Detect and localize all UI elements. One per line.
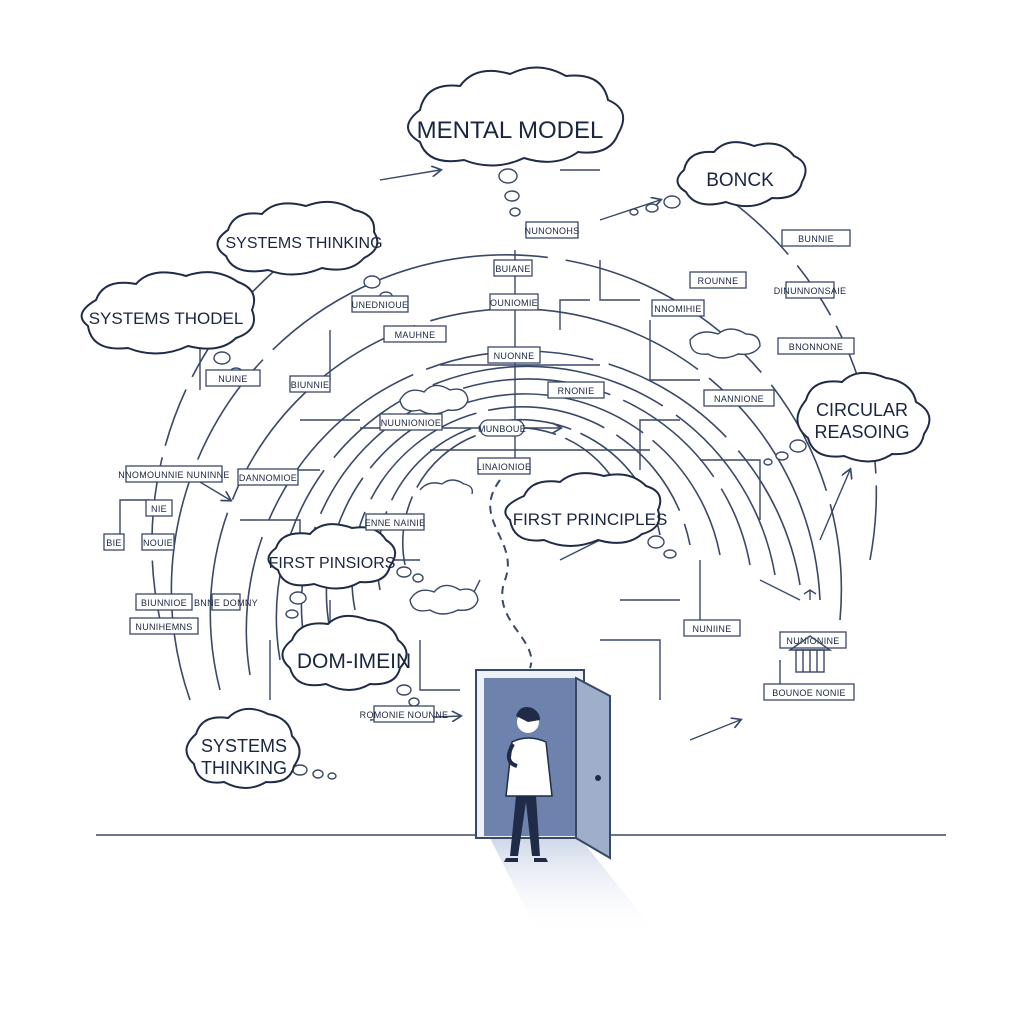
- box-label: ENNE NAINIE: [365, 518, 426, 528]
- cloud-label-bonck: BONCK: [706, 170, 774, 191]
- cloud-bonck: BONCK: [677, 142, 805, 206]
- cloud-label-systems-1: SYSTEMS: [201, 736, 287, 756]
- box-label: UNEDNIOUE: [352, 300, 409, 310]
- box-label: NUINE: [218, 374, 248, 384]
- box-b2: BUIANE: [494, 260, 532, 276]
- cloud-label-first-pinsiors: FIRST PINSIORS: [269, 555, 396, 572]
- box-label: NNOMIHIE: [654, 304, 701, 314]
- cloud-circular-reasoning: CIRCULAR REASOING: [797, 373, 929, 462]
- box-b12: NUINE: [206, 370, 260, 386]
- box-label: OUNIOMIE: [490, 298, 538, 308]
- cloud-systems-thodel: SYSTEMS THODEL: [82, 272, 255, 353]
- box-label: MAUHNE: [395, 330, 436, 340]
- box-b19: NOUIE: [142, 534, 174, 550]
- box-b13: NNOMIHIE: [652, 300, 704, 316]
- cloud-label-systems-2: THINKING: [201, 758, 287, 778]
- box-b6: LINAIONIOE: [477, 458, 532, 474]
- box-label: BNONNONE: [789, 342, 843, 352]
- box-label: BOUNOE NONIE: [772, 688, 846, 698]
- door-panel: [576, 678, 610, 858]
- cloud-systems-thinking-top: SYSTEMS THINKING: [217, 202, 382, 275]
- box-label: NNOMOUNNIE NUNINNE: [118, 470, 229, 480]
- cloud-mental-model: MENTAL MODEL: [408, 67, 623, 165]
- box-label: RNONIE: [558, 386, 595, 396]
- box-b3: OUNIOMIE: [490, 294, 538, 310]
- box-label: NUONNE: [494, 351, 535, 361]
- box-b20: ENNE NAINIE: [365, 514, 426, 530]
- box-label: NUNONOHS: [525, 226, 580, 236]
- box-b1: NUNONOHS: [525, 222, 580, 238]
- box-b14: ROUNNE: [690, 272, 746, 288]
- box-label: NOUIE: [143, 538, 173, 548]
- door-knob: [595, 775, 601, 781]
- box-label: DINUNNONSAIE: [774, 286, 847, 296]
- building-icon: [790, 590, 830, 672]
- doorway: [476, 670, 660, 938]
- box-label: ROUNNE: [698, 276, 739, 286]
- box-label: NUNIHEMNS: [135, 622, 192, 632]
- box-label: BNNE DOMNY: [194, 598, 258, 608]
- box-label: ROMONIE NOUNNE: [360, 710, 449, 720]
- cloud-label-systems-thinking-top: SYSTEMS THINKING: [225, 235, 382, 252]
- box-b4: NUONNE: [488, 347, 540, 363]
- box-b24: BUNNIE: [782, 230, 850, 246]
- box-label: NIE: [151, 504, 167, 514]
- box-b21: BIUNNIOE: [136, 594, 192, 610]
- cloud-label-circular-1: CIRCULAR: [816, 400, 908, 420]
- box-b31: NUNIONINE: [780, 632, 846, 648]
- box-label: BIUNNIE: [291, 380, 330, 390]
- cloud-label-circular-2: REASOING: [814, 422, 909, 442]
- cloud-label-systems-thodel: SYSTEMS THODEL: [89, 309, 244, 328]
- box-b17: NIE: [146, 500, 172, 516]
- box-b30: BOUNOE NONIE: [764, 684, 854, 700]
- cloud-label-domimein: DOM-IMEIN: [297, 650, 411, 673]
- box-b16: DANNOMIOE: [238, 469, 298, 485]
- box-b28: NUNIINE: [684, 620, 740, 636]
- box-label: NANNIONE: [714, 394, 764, 404]
- cloud-systems-thinking-bottom: SYSTEMS THINKING: [186, 709, 299, 788]
- box-label: NUUNIONIOE: [381, 418, 442, 428]
- box-b10: UNEDNIOUE: [352, 296, 409, 312]
- box-label: BIE: [106, 538, 121, 548]
- cloud-first-pinsiors: FIRST PINSIORS: [268, 524, 395, 588]
- box-b29: ROMONIE NOUNNE: [360, 706, 449, 722]
- box-b18: BIE: [104, 534, 124, 550]
- cloud-first-principles: FIRST PRINCIPLES: [505, 473, 667, 546]
- box-label: NUNIINE: [692, 624, 731, 634]
- cloud-domimein: DOM-IMEIN: [282, 616, 411, 690]
- box-label: BUIANE: [495, 264, 530, 274]
- box-label: DANNOMIOE: [239, 473, 297, 483]
- box-b11: BIUNNIE: [290, 376, 330, 392]
- box-b26: BNONNONE: [778, 338, 854, 354]
- box-b22: NUNIHEMNS: [130, 618, 198, 634]
- box-b5: MUNBOUE: [478, 420, 526, 436]
- box-label: BIUNNIOE: [141, 598, 187, 608]
- box-b7: NUUNIONIOE: [380, 414, 442, 430]
- box-label: LINAIONIOE: [477, 462, 532, 472]
- box-b25: DINUNNONSAIE: [774, 282, 847, 298]
- box-b27: NANNIONE: [704, 390, 774, 406]
- box-label: BUNNIE: [798, 234, 834, 244]
- box-b8: RNONIE: [548, 382, 604, 398]
- box-b15: NNOMOUNNIE NUNINNE: [118, 466, 229, 482]
- cloud-label-first-principles: FIRST PRINCIPLES: [513, 510, 668, 529]
- box-b9: MAUHNE: [384, 326, 446, 342]
- box-label: MUNBOUE: [478, 424, 526, 434]
- cloud-label-mental-model: MENTAL MODEL: [417, 117, 604, 144]
